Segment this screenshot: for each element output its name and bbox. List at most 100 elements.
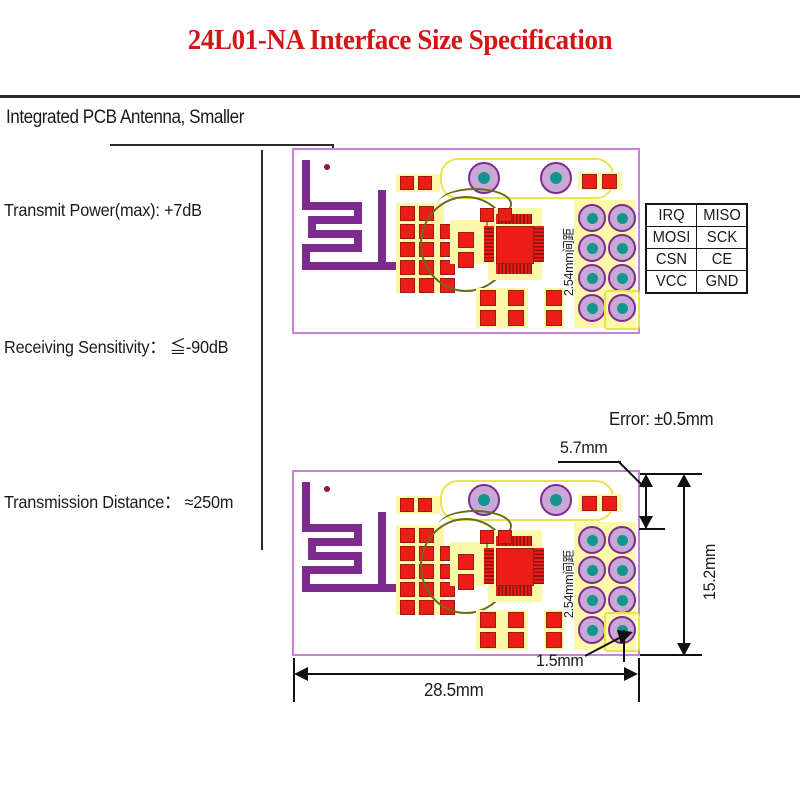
antenna-trace-h5	[302, 262, 398, 270]
spec-transmit-power: Transmit Power(max): +7dB	[4, 200, 202, 220]
smd-pad-r2	[602, 496, 617, 511]
pin1-marker	[324, 164, 330, 170]
smd-pad-a1	[400, 176, 414, 190]
smd-pad-m9	[400, 600, 415, 615]
dim-pin-offset-tick	[623, 630, 625, 662]
dim-pin-offset-label: 1.5mm	[536, 651, 584, 670]
smd-pad-p1	[480, 612, 496, 628]
ic-pins-top	[496, 214, 532, 224]
antenna-trace-h2	[308, 216, 362, 224]
ic-pins-bottom	[496, 264, 532, 274]
main-ic-body	[496, 548, 534, 586]
antenna-trace-h3	[308, 230, 362, 238]
subtitle-leader-horizontal	[110, 144, 334, 146]
antenna-trace-v5	[302, 244, 310, 270]
dim-top-gap-label: 5.7mm	[560, 438, 608, 457]
dim-height-line	[683, 476, 685, 654]
page-title: 24L01-NA Interface Size Specification	[187, 24, 613, 56]
smd-pad-q1	[546, 290, 562, 306]
antenna-trace-h5	[302, 584, 398, 592]
smd-pad-r1	[582, 174, 597, 189]
smd-pad-q2	[546, 632, 562, 648]
spec-transmission-distance: Transmission Distance： ≈250m	[4, 492, 234, 512]
dim-top-gap-arrow-down	[639, 516, 653, 529]
header-pin-6	[608, 264, 636, 292]
ext-line-mid	[639, 528, 665, 530]
ic-pins-top	[496, 536, 532, 546]
antenna-via-2	[540, 162, 572, 194]
antenna-trace-h3	[308, 552, 362, 560]
dim-error-label: Error: ±0.5mm	[609, 409, 714, 429]
antenna-trace-v4	[354, 552, 362, 574]
header-pin-1	[578, 526, 606, 554]
trace-arc-2	[438, 510, 512, 542]
dim-height-label: 15.2mm	[700, 543, 719, 600]
pin1-marker	[324, 486, 330, 492]
antenna-trace-v5	[302, 566, 310, 592]
pin-mosi: MOSI	[646, 226, 696, 249]
header-pin-2	[608, 526, 636, 554]
antenna-trace-v1	[302, 160, 310, 210]
smd-pad-p3	[480, 310, 496, 326]
antenna-trace-h1	[302, 202, 362, 210]
smd-pad-q1	[546, 612, 562, 628]
antenna-via-2	[540, 484, 572, 516]
smd-pad-r1	[582, 496, 597, 511]
column-divider	[261, 150, 263, 550]
smd-pad-x1	[480, 208, 494, 222]
header-pin-7	[578, 616, 606, 644]
smd-pad-p3	[480, 632, 496, 648]
pin-ce: CE	[697, 248, 747, 271]
antenna-trace-h4	[302, 244, 362, 252]
dim-height-arrow-up	[677, 474, 691, 487]
smd-pad-x3	[458, 232, 474, 248]
pin-label-table: IRQ MISO MOSI SCK CSN CE VCC GND	[645, 203, 748, 294]
dim-width-arrow-right	[624, 667, 638, 681]
header-pin-1	[578, 204, 606, 232]
antenna-trace-v1	[302, 482, 310, 532]
header-pin-7	[578, 294, 606, 322]
header-pin-3	[578, 234, 606, 262]
smd-pad-m7	[400, 582, 415, 597]
header-pin-2	[608, 204, 636, 232]
smd-pad-a1	[400, 498, 414, 512]
pin-gnd: GND	[697, 270, 747, 294]
antenna-trace-v2	[354, 524, 362, 546]
pin-highlight-box	[604, 612, 640, 652]
antenna-trace-v3	[308, 216, 316, 238]
smd-pad-a2	[418, 498, 432, 512]
pin-highlight-box	[604, 290, 640, 330]
header-pin-5	[578, 586, 606, 614]
ic-pins-right	[534, 226, 544, 262]
dim-top-gap-line	[645, 476, 647, 528]
smd-pad-p2	[508, 612, 524, 628]
antenna-trace-h1	[302, 524, 362, 532]
ext-line-right	[638, 658, 640, 702]
dim-width-arrow-left	[294, 667, 308, 681]
main-ic-body	[496, 226, 534, 264]
table-row: IRQ MISO	[646, 203, 747, 227]
smd-pad-x4	[458, 574, 474, 590]
ic-pins-bottom	[496, 586, 532, 596]
antenna-trace-v2	[354, 202, 362, 224]
smd-pad-x1	[480, 530, 494, 544]
dim-pin-offset-leader	[584, 630, 633, 657]
smd-pad-m7	[400, 260, 415, 275]
smd-pad-p1	[480, 290, 496, 306]
pin-csn: CSN	[646, 248, 696, 271]
header-pin-4	[608, 234, 636, 262]
ic-pins-left	[484, 548, 494, 584]
smd-pad-x4	[458, 252, 474, 268]
pcb-module-bottom: 2.54mm间距	[292, 470, 640, 656]
pin-irq: IRQ	[646, 203, 696, 227]
pcb-module-top: 2.54mm间距	[292, 148, 640, 334]
dim-width-line	[296, 673, 636, 675]
table-row: CSN CE	[646, 248, 747, 271]
dim-height-arrow-down	[677, 643, 691, 656]
antenna-feed-stem	[378, 190, 386, 270]
smd-pad-a2	[418, 176, 432, 190]
smd-pad-m5	[400, 564, 415, 579]
pin-miso: MISO	[697, 203, 747, 227]
table-row: VCC GND	[646, 270, 747, 294]
